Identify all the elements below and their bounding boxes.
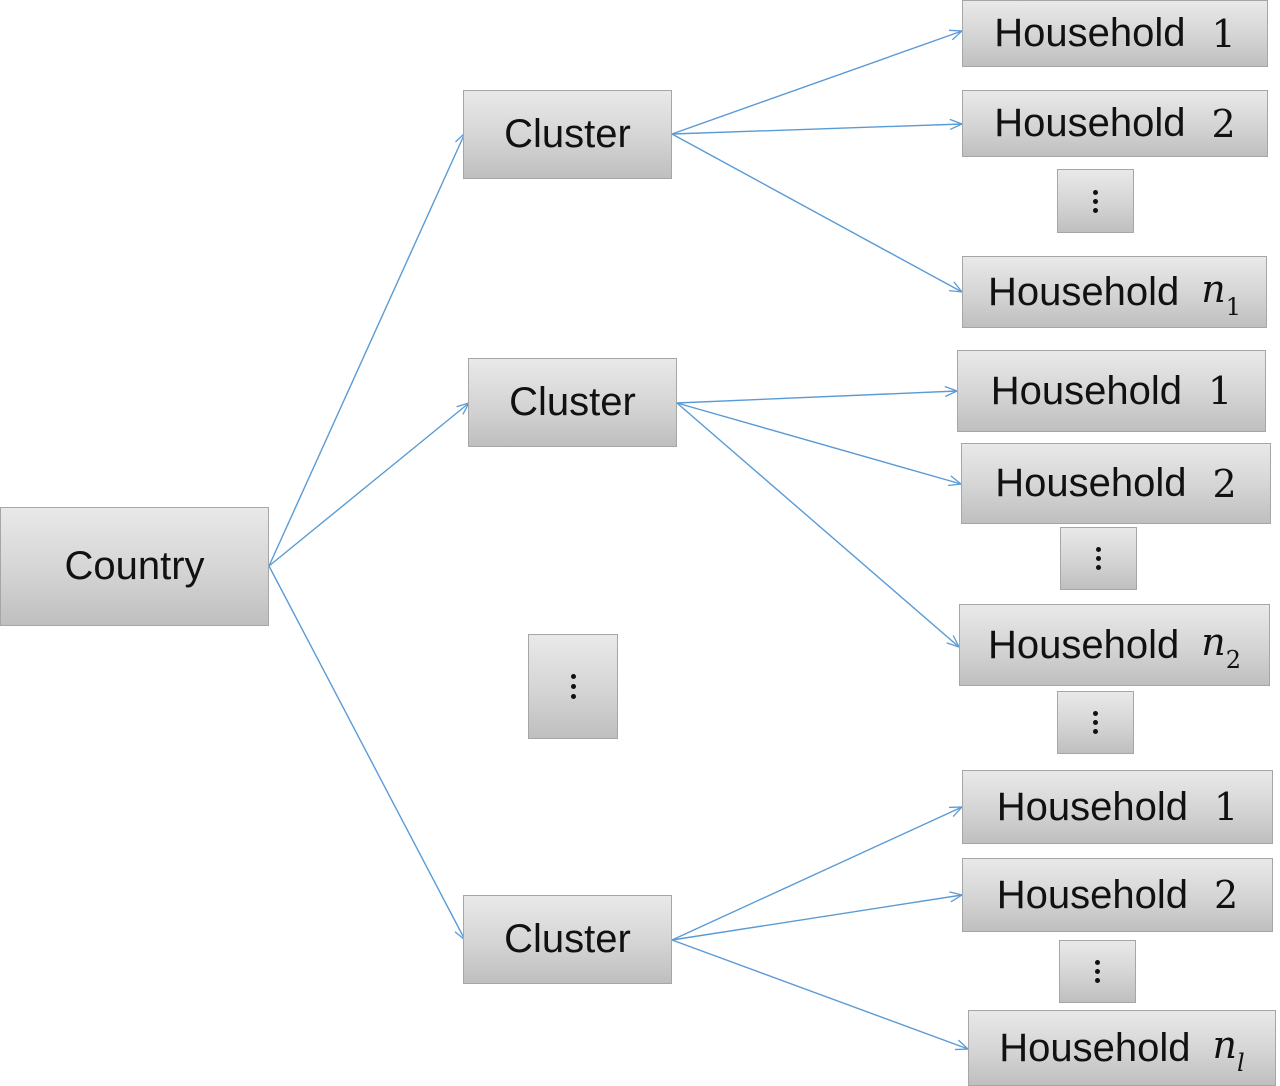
household-label: Household — [995, 461, 1187, 505]
household-variable: nl — [1212, 1023, 1245, 1077]
household-index: 1 — [1208, 369, 1233, 413]
household-label: Household — [996, 872, 1189, 917]
household-node-c1-2: Household 2 — [962, 90, 1268, 157]
connector-arrow — [676, 391, 957, 404]
household-node-c3-2: Household 2 — [962, 858, 1273, 932]
vertical-ellipsis-dot — [1093, 729, 1098, 734]
household-index: 2 — [1211, 101, 1236, 146]
household-index: 2 — [1212, 461, 1237, 506]
vertical-ellipsis-dot — [1093, 711, 1098, 716]
vertical-ellipsis-dot — [570, 684, 576, 689]
household-label: Household — [994, 101, 1186, 145]
cluster-ellipsis-box — [528, 634, 618, 739]
connector-arrow — [268, 133, 465, 567]
household-label: Household — [996, 784, 1189, 829]
household-label: Household — [994, 11, 1186, 55]
cluster-label: Cluster — [504, 112, 631, 156]
household-variable: n2 — [1201, 620, 1241, 674]
country-label: Country — [64, 544, 205, 588]
household-label: Household — [999, 1025, 1191, 1070]
household-node-c1-1: Household 1 — [962, 0, 1268, 67]
household-node-c2-1: Household 1 — [957, 350, 1266, 432]
household-node-c2-2: Household 2 — [961, 443, 1271, 524]
cluster-label: Cluster — [509, 380, 636, 424]
connector-arrow — [676, 402, 961, 484]
cluster-node-2: Cluster — [468, 358, 677, 447]
household-label: Household — [990, 368, 1183, 413]
household-variable: n1 — [1201, 267, 1241, 321]
vertical-ellipsis-dot — [1095, 960, 1100, 965]
household-index: 2 — [1214, 873, 1239, 917]
vertical-ellipsis-dot — [1093, 198, 1098, 204]
vertical-ellipsis-dot — [1095, 969, 1100, 974]
household-variable-subscript: l — [1237, 1048, 1245, 1077]
household-node-c1-n: Household n1 — [962, 256, 1267, 328]
connector-arrow — [671, 895, 962, 941]
vertical-ellipsis-dot — [1096, 565, 1101, 570]
vertical-ellipsis-dot — [1093, 207, 1098, 213]
household-ellipsis-c1 — [1057, 169, 1134, 233]
connector-arrow — [671, 133, 962, 292]
vertical-ellipsis-dot — [570, 674, 576, 679]
vertical-ellipsis-dot — [1096, 547, 1101, 552]
cluster-label: Cluster — [504, 917, 631, 961]
vertical-ellipsis-dot — [1093, 720, 1098, 725]
household-ellipsis-c2 — [1060, 527, 1137, 590]
vertical-ellipsis-dot — [1096, 556, 1101, 561]
country-node: Country — [0, 507, 269, 626]
vertical-ellipsis-dot — [1095, 978, 1100, 983]
household-ellipsis-c3 — [1059, 940, 1136, 1003]
cluster-node-1: Cluster — [463, 90, 672, 179]
cluster-node-3: Cluster — [463, 895, 672, 984]
connector-arrow — [268, 403, 469, 567]
household-index: 1 — [1211, 11, 1236, 56]
connector-arrow — [676, 402, 959, 647]
household-label: Household — [987, 622, 1180, 667]
household-variable-subscript: 1 — [1225, 292, 1241, 321]
household-node-c2-n: Household n2 — [959, 604, 1270, 686]
connector-arrow — [671, 124, 962, 135]
household-label: Household — [987, 269, 1180, 314]
connector-arrow — [671, 31, 962, 135]
connector-arrow — [671, 939, 968, 1049]
household-variable-subscript: 2 — [1225, 645, 1241, 674]
vertical-ellipsis-dot — [1093, 189, 1098, 195]
vertical-ellipsis-dot — [570, 694, 576, 699]
connector-arrow — [268, 565, 465, 940]
connector-arrow — [671, 807, 962, 941]
household-index: 1 — [1214, 785, 1239, 829]
household-ellipsis-between-clusters — [1057, 691, 1134, 754]
household-node-c3-n: Household nl — [968, 1010, 1276, 1086]
household-node-c3-1: Household 1 — [962, 770, 1273, 844]
